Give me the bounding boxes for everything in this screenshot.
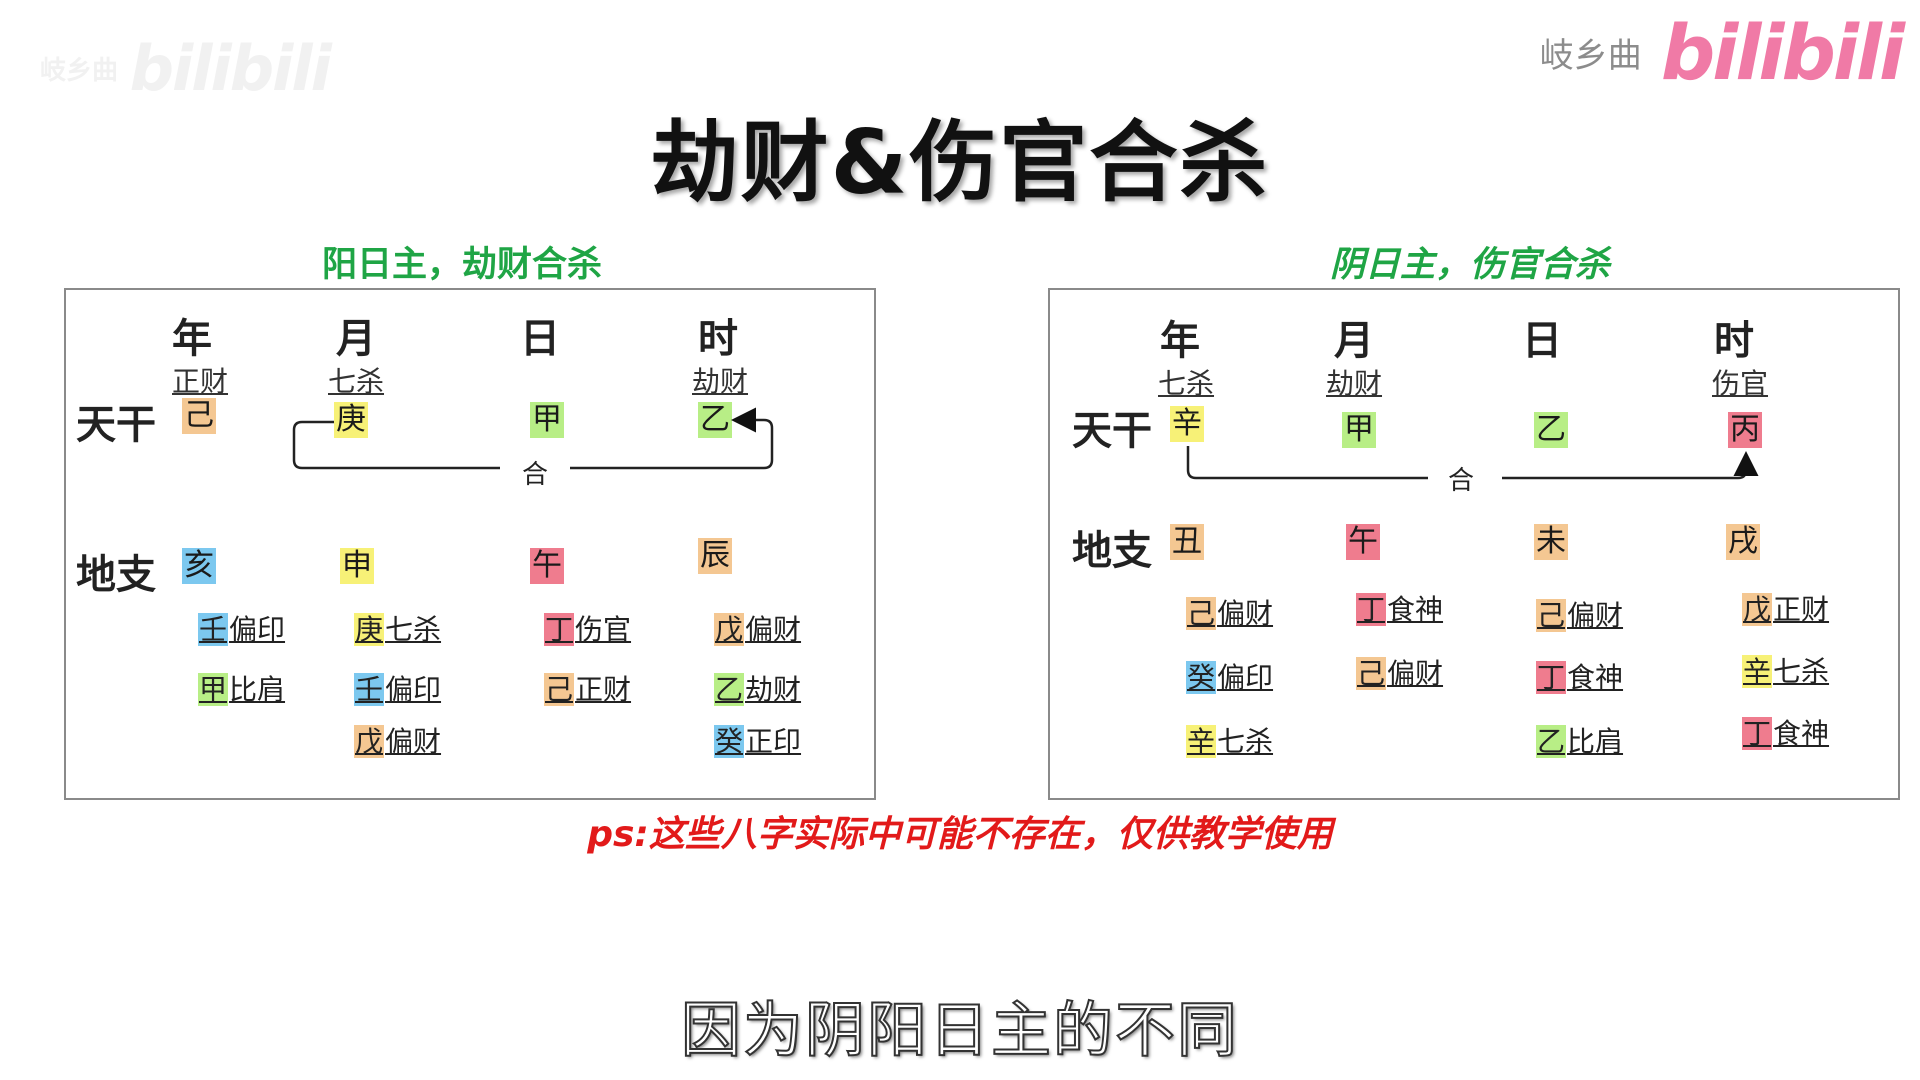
pillar-header-month: 月 [336,316,376,362]
earthly-branch: 戌 [1726,524,1760,560]
ten-god-label: 劫财 [1326,367,1383,400]
pillar-header-day: 日 [1522,318,1562,364]
row-header-tiangan: 天干 [76,402,156,448]
earthly-branch: 午 [1346,524,1380,560]
pillar-header-hour: 时 [698,316,738,362]
page-title: 劫财&伤官合杀 [650,111,1270,214]
right-combine-line [1186,446,1428,480]
video-subtitle: 因为阴阳日主的不同 [680,995,1239,1067]
hidden-stem-item: 庚七杀 [354,613,442,646]
watermark-user: 岐乡曲 [1539,36,1642,76]
heavenly-stem: 丙 [1728,412,1762,448]
heavenly-stem: 甲 [1342,412,1376,448]
hidden-stem-item: 戊偏财 [354,725,442,758]
hidden-stem-item: 癸偏印 [1186,661,1274,694]
hidden-stem-item: 壬偏印 [354,673,442,706]
hidden-stem-item: 戊正财 [1742,593,1830,626]
hidden-stem-item: 辛七杀 [1742,655,1830,688]
watermark-left: 岐乡曲 bilibili [40,32,332,105]
combine-label: 合 [1448,466,1475,496]
right-combine-line [1502,451,1759,480]
hidden-stem-item: 乙比肩 [1536,725,1624,758]
earthly-branch: 申 [340,548,374,584]
ten-god-label: 七杀 [1158,367,1215,400]
ten-god-label: 劫财 [692,365,749,398]
row-header-tiangan: 天干 [1072,408,1152,454]
left-combine-line [292,420,500,470]
heavenly-stem: 乙 [698,402,732,438]
row-header-dizhi: 地支 [76,552,156,598]
row-header-dizhi: 地支 [1072,528,1152,574]
hidden-stem-item: 丁食神 [1356,593,1444,626]
bilibili-logo: bilibili [129,32,332,105]
heavenly-stem: 辛 [1170,406,1204,442]
ten-god-label: 七杀 [328,365,385,398]
hidden-stem-item: 丁伤官 [544,613,632,646]
earthly-branch: 未 [1534,524,1568,560]
combine-label: 合 [522,460,549,490]
heavenly-stem: 乙 [1534,412,1568,448]
left-heading: 阳日主，劫财合杀 [322,244,603,285]
earthly-branch: 丑 [1170,524,1204,560]
watermark-user: 岐乡曲 [40,56,119,86]
hidden-stem-item: 乙劫财 [714,673,802,706]
hidden-stem-item: 己偏财 [1536,599,1624,632]
pillar-header-year: 年 [1160,318,1200,364]
ten-god-label: 伤官 [1712,367,1769,400]
hidden-stem-item: 己偏财 [1186,597,1274,630]
hidden-stem-item: 己偏财 [1356,657,1444,690]
bilibili-logo: bilibili [1660,8,1905,97]
heavenly-stem: 甲 [530,402,564,438]
earthly-branch: 午 [530,548,564,584]
pillar-header-month: 月 [1334,318,1374,364]
left-combine-line [570,407,774,470]
disclaimer-note: ps:这些八字实际中可能不存在，仅供教学使用 [587,814,1333,855]
ten-god-label: 正财 [172,365,229,398]
heavenly-stem: 己 [182,398,216,434]
pillar-header-year: 年 [172,316,212,362]
hidden-stem-item: 壬偏印 [198,613,286,646]
hidden-stem-item: 甲比肩 [198,673,286,706]
heavenly-stem: 庚 [334,402,368,438]
pillar-header-hour: 时 [1714,318,1754,364]
watermark-right: 岐乡曲 bilibili [1539,8,1905,97]
hidden-stem-item: 丁食神 [1742,717,1830,750]
right-heading: 阴日主，伤官合杀 [1330,244,1611,285]
hidden-stem-item: 丁食神 [1536,661,1624,694]
left-chart-panel [64,288,876,800]
earthly-branch: 亥 [182,548,216,584]
pillar-header-day: 日 [520,316,560,362]
hidden-stem-item: 癸正印 [714,725,802,758]
hidden-stem-item: 辛七杀 [1186,725,1274,758]
earthly-branch: 辰 [698,538,732,574]
hidden-stem-item: 戊偏财 [714,613,802,646]
hidden-stem-item: 己正财 [544,673,632,706]
